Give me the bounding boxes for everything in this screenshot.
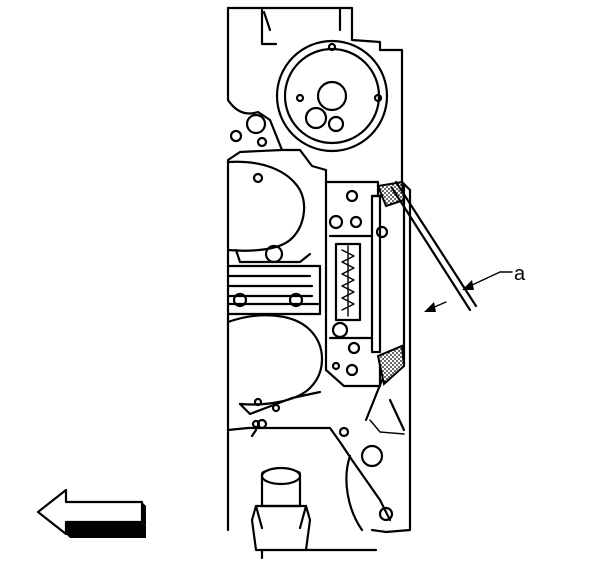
rear-main-housing [226, 418, 394, 532]
drain-plug [250, 466, 378, 560]
left-arrow-icon [36, 488, 146, 538]
oil-pump-boss [275, 39, 389, 153]
chain-tensioner-spring [334, 242, 362, 322]
dimension-callout: a [424, 263, 526, 312]
seal-hatch-top [376, 180, 406, 208]
seal-hatch-bottom [376, 344, 406, 386]
connecting-rods [226, 264, 322, 316]
measurement-tool [364, 180, 478, 435]
rear-seal-strip [376, 180, 406, 386]
lower-bearing-saddle [226, 314, 323, 429]
cylinder-block-outline [226, 6, 412, 534]
callout-label-a: a [514, 263, 526, 285]
upper-bearing-saddle [226, 113, 312, 264]
